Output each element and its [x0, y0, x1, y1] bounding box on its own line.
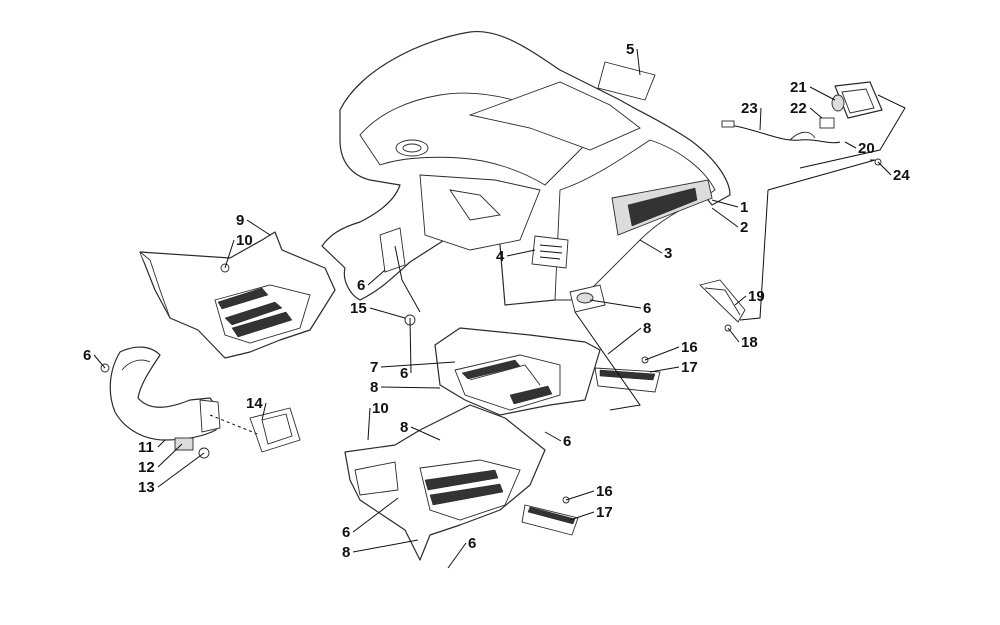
left-footwell	[139, 231, 336, 359]
leader-line-c19	[734, 295, 747, 306]
callout-c10b: 10	[372, 400, 389, 417]
leader-line-c17b	[569, 511, 595, 521]
leader-line-c14	[261, 402, 267, 421]
bracket-19	[699, 279, 746, 323]
leader-line-c8a	[607, 327, 642, 355]
leader-line-c11	[157, 439, 166, 448]
leader-line-c6f	[352, 497, 399, 533]
leader-line-c6b	[589, 299, 642, 309]
leader-line-c24	[877, 161, 892, 176]
leader-line-c10b	[367, 407, 371, 441]
callout-c6d: 6	[83, 347, 91, 364]
callout-c21: 21	[790, 79, 807, 96]
rear-rack-fender	[321, 30, 731, 313]
callout-c2: 2	[740, 219, 748, 236]
decal-dark-panel	[627, 187, 698, 227]
taillight-assembly	[721, 81, 883, 166]
callout-c6b: 6	[643, 300, 651, 317]
leader-line-c5	[636, 48, 641, 76]
callout-c6g: 6	[468, 535, 476, 552]
leader-line-c8b	[380, 386, 441, 389]
callout-c6c: 6	[400, 365, 408, 382]
leader-line-c6c	[409, 317, 412, 374]
leader-line-c20	[844, 141, 857, 149]
callout-c6e: 6	[563, 433, 571, 450]
callout-c10a: 10	[236, 232, 253, 249]
leader-line-c4	[506, 249, 536, 257]
leader-line-c7	[380, 361, 456, 368]
callout-c4: 4	[496, 248, 505, 265]
callout-c17a: 17	[681, 359, 698, 376]
mud-flap-11	[109, 346, 221, 441]
leader-line-c15	[369, 307, 406, 319]
leader-line-c16a	[644, 346, 680, 361]
callout-c7: 7	[370, 359, 378, 376]
callout-c20: 20	[858, 140, 875, 157]
leader-line-c6a	[367, 269, 386, 286]
callout-c8a: 8	[643, 320, 651, 337]
leader-line-c9	[246, 219, 271, 236]
callout-c12: 12	[138, 459, 155, 476]
leader-line-c17a	[649, 366, 680, 373]
callout-layer: 1234566666667888891010111213141516161717…	[83, 41, 910, 569]
callout-c16a: 16	[681, 339, 698, 356]
callout-c1: 1	[740, 199, 748, 216]
leader-line-c6g	[447, 542, 467, 569]
reference-lines	[394, 94, 906, 411]
leader-line-c3	[639, 239, 663, 254]
leader-line-c6d	[93, 354, 106, 369]
leader-line-c21	[809, 86, 836, 101]
callout-c15: 15	[350, 300, 367, 317]
callout-c13: 13	[138, 479, 155, 496]
callout-c3: 3	[664, 245, 672, 262]
callout-c14: 14	[246, 395, 263, 412]
leader-line-c1	[711, 199, 739, 208]
leader-line-c13	[157, 452, 205, 488]
leader-line-c22	[809, 107, 823, 119]
callout-c11: 11	[138, 439, 154, 456]
callout-c23: 23	[741, 100, 758, 117]
callout-c8c: 8	[400, 419, 408, 436]
callout-c19: 19	[748, 288, 765, 305]
leader-line-c16b	[565, 490, 595, 501]
callout-c16b: 16	[596, 483, 613, 500]
leader-line-c2	[711, 207, 739, 228]
step-17-lower	[521, 496, 579, 536]
callout-c8b: 8	[370, 379, 378, 396]
callout-c8d: 8	[342, 544, 350, 561]
decal-5	[597, 61, 656, 101]
callout-c9: 9	[236, 212, 244, 229]
right-footwell	[344, 404, 546, 561]
callout-c6a: 6	[357, 277, 365, 294]
leader-line-c10a	[224, 239, 235, 269]
callout-c6f: 6	[342, 524, 350, 541]
leader-line-c8d	[352, 539, 419, 553]
leader-line-c8c	[410, 426, 441, 441]
callout-c24: 24	[893, 167, 910, 184]
center-footrest-7	[434, 327, 601, 416]
leader-line-c12	[157, 443, 183, 468]
bracket-14	[209, 407, 301, 453]
callout-c5: 5	[626, 41, 634, 58]
leader-line-c18	[727, 327, 740, 343]
leader-line-c23	[759, 107, 762, 131]
leader-line-c6e	[544, 431, 562, 442]
callout-c18: 18	[741, 334, 758, 351]
decal-4-text	[539, 244, 563, 260]
callout-c22: 22	[790, 100, 807, 117]
callout-c17b: 17	[596, 504, 613, 521]
